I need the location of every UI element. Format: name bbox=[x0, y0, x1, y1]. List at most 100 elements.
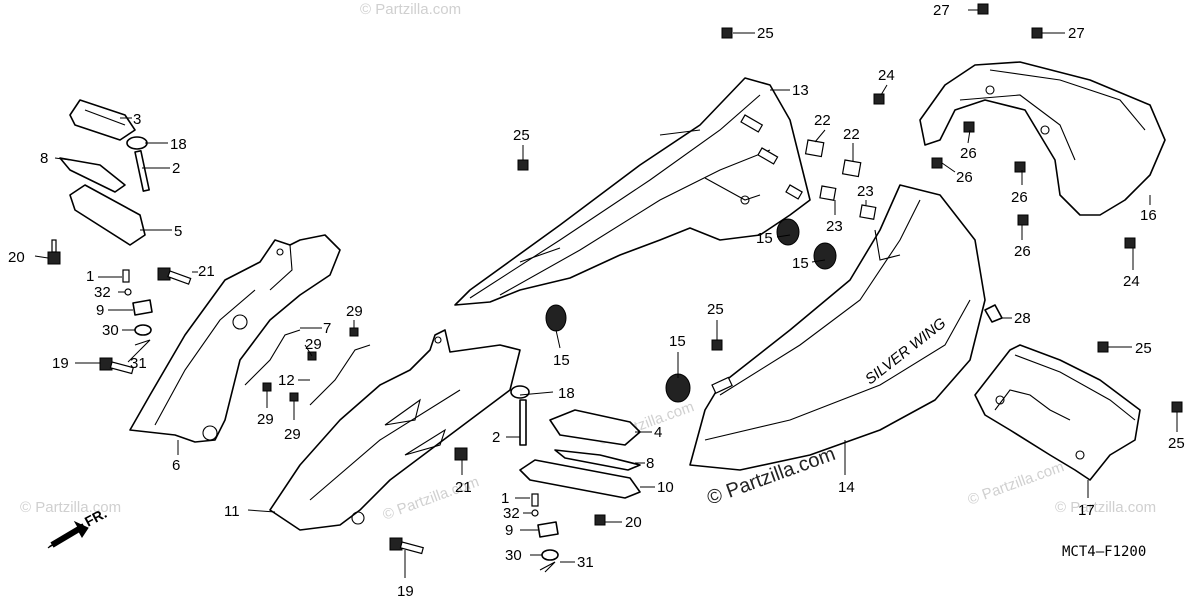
part-2-pin-lower bbox=[519, 399, 527, 446]
part-13-rear-cowl bbox=[454, 77, 811, 306]
callout-1: 1 bbox=[86, 268, 94, 285]
callout-18-lower: 18 bbox=[558, 385, 575, 402]
part-23-clips bbox=[819, 185, 877, 220]
part-24-bolts bbox=[873, 93, 1136, 249]
callout-4: 4 bbox=[654, 424, 662, 441]
part-20-bolt bbox=[47, 251, 61, 265]
watermark-left: © Partzilla.com bbox=[20, 499, 121, 516]
callout-16: 16 bbox=[1140, 207, 1157, 224]
callout-25-mid: 25 bbox=[707, 301, 724, 318]
callout-30-lower: 30 bbox=[505, 547, 522, 564]
leader-lines bbox=[34, 9, 1178, 578]
callout-28: 28 bbox=[1014, 310, 1031, 327]
part-31-clip bbox=[134, 339, 151, 351]
callout-13: 13 bbox=[792, 82, 809, 99]
part-30-washer bbox=[134, 324, 152, 336]
part-9-plate bbox=[132, 299, 153, 316]
callout-30: 30 bbox=[102, 322, 119, 339]
callout-15-c: 15 bbox=[553, 352, 570, 369]
part-3-peg-rubber bbox=[69, 99, 136, 141]
callout-2: 2 bbox=[172, 160, 180, 177]
part-2-pin bbox=[134, 149, 150, 192]
callout-9-lower: 9 bbox=[505, 522, 513, 539]
part-8-plate bbox=[59, 157, 126, 193]
part-30-washer-lower bbox=[541, 549, 559, 561]
part-1-spring bbox=[122, 269, 130, 283]
part-19-bolt-lower bbox=[389, 537, 424, 555]
callout-27-b: 27 bbox=[1068, 25, 1085, 42]
callout-31: 31 bbox=[130, 355, 147, 372]
part-32-ball bbox=[124, 288, 132, 296]
callout-19-lower: 19 bbox=[397, 583, 414, 600]
part-22-clips bbox=[804, 139, 862, 178]
callout-21-lower: 21 bbox=[455, 479, 472, 496]
callout-32: 32 bbox=[94, 284, 111, 301]
part-26-screws bbox=[931, 121, 1029, 226]
callout-21: 21 bbox=[198, 263, 215, 280]
callout-15-d: 15 bbox=[669, 333, 686, 350]
part-19-bolt-upper bbox=[99, 357, 134, 375]
part-1-spring-lower bbox=[531, 493, 539, 507]
callout-24-right: 24 bbox=[1123, 273, 1140, 290]
watermark-right: © Partzilla.com bbox=[1055, 499, 1156, 516]
callout-14: 14 bbox=[838, 479, 855, 496]
part-4-peg-rubber bbox=[549, 409, 641, 446]
part-9-plate-lower bbox=[537, 521, 559, 538]
callout-11: 11 bbox=[224, 503, 240, 520]
callout-26-d: 26 bbox=[1014, 243, 1031, 260]
callout-25-left: 25 bbox=[513, 127, 530, 144]
part-21-bolt-upper bbox=[157, 267, 192, 285]
callout-6: 6 bbox=[172, 457, 180, 474]
part-11-step-bracket bbox=[269, 329, 521, 531]
callout-32-lower: 32 bbox=[503, 505, 520, 522]
callout-7: 7 bbox=[323, 320, 331, 337]
callout-23-b: 23 bbox=[857, 183, 874, 200]
watermark-top: © Partzilla.com bbox=[360, 1, 461, 18]
callout-20-lower: 20 bbox=[625, 514, 642, 531]
hardware-parts bbox=[47, 3, 1183, 573]
callout-5: 5 bbox=[174, 223, 182, 240]
part-7-wire bbox=[244, 329, 301, 386]
diagram-code: MCT4—F1200 bbox=[1062, 544, 1146, 560]
watermark-lower-right: © Partzilla.com bbox=[966, 458, 1067, 509]
part-16-grab-rail bbox=[919, 61, 1166, 216]
callout-10: 10 bbox=[657, 479, 674, 496]
callout-9: 9 bbox=[96, 302, 104, 319]
callouts: 3 18 8 2 5 20 21 1 32 9 30 31 19 6 7 29 … bbox=[8, 2, 1185, 600]
part-28-clip bbox=[984, 304, 1003, 323]
callout-20: 20 bbox=[8, 249, 25, 266]
callout-25-far-right: 25 bbox=[1168, 435, 1185, 452]
callout-26-b: 26 bbox=[956, 169, 973, 186]
callout-15-b: 15 bbox=[792, 255, 809, 272]
part-6-step-bracket bbox=[129, 234, 341, 443]
part-15-grommets bbox=[545, 218, 837, 403]
part-10-footpeg bbox=[519, 459, 641, 499]
callout-31-lower: 31 bbox=[577, 554, 594, 571]
part-25-bolts bbox=[517, 27, 1183, 413]
callout-8-lower: 8 bbox=[646, 455, 654, 472]
part-5-footpeg bbox=[69, 184, 146, 246]
part-31-clip-lower bbox=[539, 561, 556, 573]
callout-12: 12 bbox=[278, 372, 295, 389]
callout-29-b: 29 bbox=[305, 336, 322, 353]
callout-3: 3 bbox=[133, 111, 141, 128]
callout-24-top: 24 bbox=[878, 67, 895, 84]
callout-29-c: 29 bbox=[257, 411, 274, 428]
callout-26-c: 26 bbox=[1011, 189, 1028, 206]
callout-15-a: 15 bbox=[756, 230, 773, 247]
callout-25-top: 25 bbox=[757, 25, 774, 42]
callout-22-b: 22 bbox=[843, 126, 860, 143]
callout-22-a: 22 bbox=[814, 112, 831, 129]
part-8-plate-lower bbox=[554, 449, 641, 471]
callout-29-a: 29 bbox=[346, 303, 363, 320]
callout-29-d: 29 bbox=[284, 426, 301, 443]
callout-2-lower: 2 bbox=[492, 429, 500, 446]
part-18-cap bbox=[126, 136, 148, 150]
part-20-bolt-lower bbox=[594, 514, 606, 526]
callout-1-lower: 1 bbox=[501, 490, 509, 507]
callout-19: 19 bbox=[52, 355, 69, 372]
part-21-bolt-lower bbox=[454, 447, 468, 461]
callout-27-a: 27 bbox=[933, 2, 950, 19]
